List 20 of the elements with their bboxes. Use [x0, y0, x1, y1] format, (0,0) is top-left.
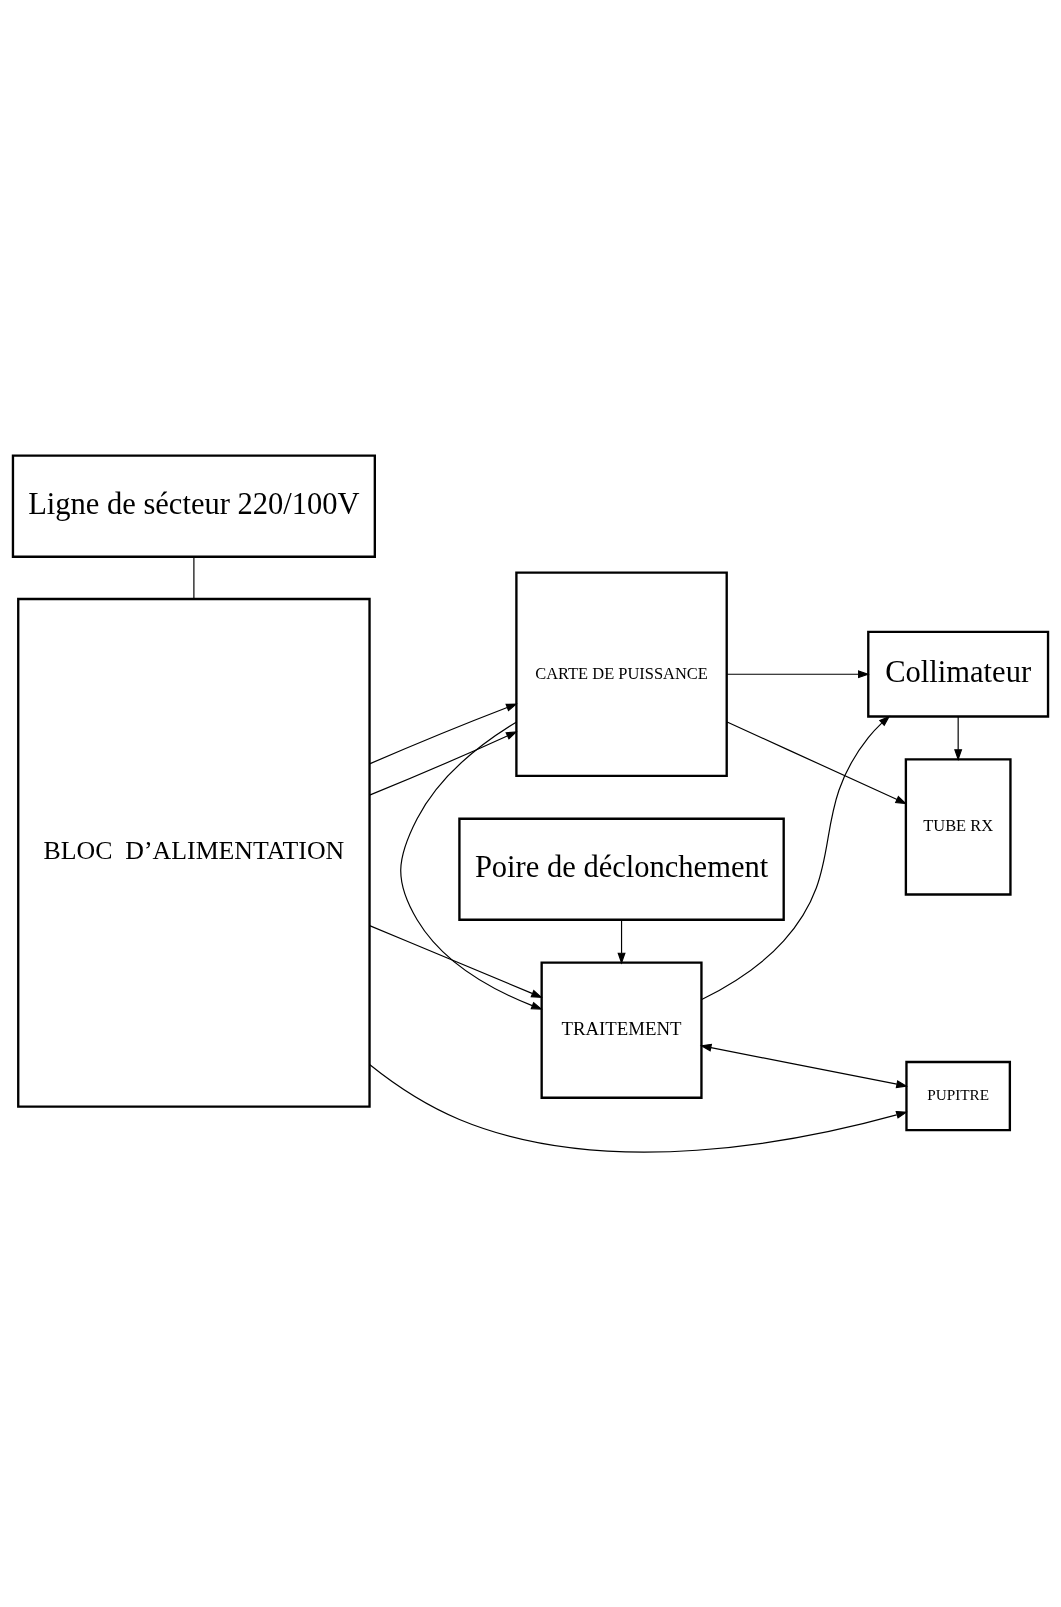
node-box: TRAITEMENT — [540, 961, 703, 1099]
node-box: CARTE DE PUISSANCE — [515, 570, 728, 777]
node-box: BLOC D’ALIMENTATION — [17, 597, 371, 1108]
node-box: Ligne de sécteur 220/100V — [11, 454, 376, 558]
arrow — [617, 918, 626, 964]
arrow — [699, 1043, 908, 1088]
arrow — [368, 1063, 908, 1153]
arrow — [726, 669, 870, 678]
arrow — [701, 714, 891, 1000]
arrow — [954, 715, 963, 761]
node-box: Collimateur — [867, 630, 1050, 718]
arrow — [726, 720, 908, 804]
arrow — [400, 721, 543, 1010]
arrow — [369, 730, 518, 796]
node-box: Poire de déclonchement — [458, 817, 785, 921]
node-box: PUPITRE — [905, 1060, 1012, 1131]
arrow — [369, 924, 543, 998]
connector — [193, 555, 195, 600]
node-box: TUBE RX — [904, 757, 1012, 896]
arrow — [369, 703, 518, 764]
